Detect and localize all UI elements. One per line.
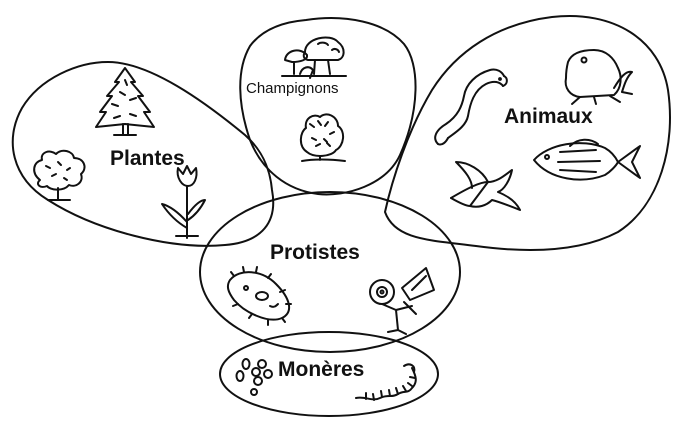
radiolarian-icon (370, 268, 434, 334)
bush-icon (34, 151, 84, 200)
paramecium-icon (228, 267, 291, 325)
tree-icon (96, 68, 154, 135)
bacteria-cluster-icon (237, 359, 273, 395)
animaux-label: Animaux (504, 105, 593, 129)
tree-icon-champignons (301, 114, 345, 161)
animaux-region (385, 16, 670, 250)
snake-icon (435, 69, 507, 144)
tulip-icon (162, 166, 205, 238)
frog-icon (566, 50, 632, 104)
protistes-label: Protistes (270, 241, 360, 265)
fish-icon (534, 140, 640, 180)
spirillum-icon (356, 364, 416, 400)
moneres-label: Monères (278, 358, 364, 382)
bird-icon (451, 162, 520, 210)
mushroom-icon (282, 37, 346, 78)
plantes-label: Plantes (110, 147, 185, 171)
champignons-label: Champignons (246, 80, 339, 97)
